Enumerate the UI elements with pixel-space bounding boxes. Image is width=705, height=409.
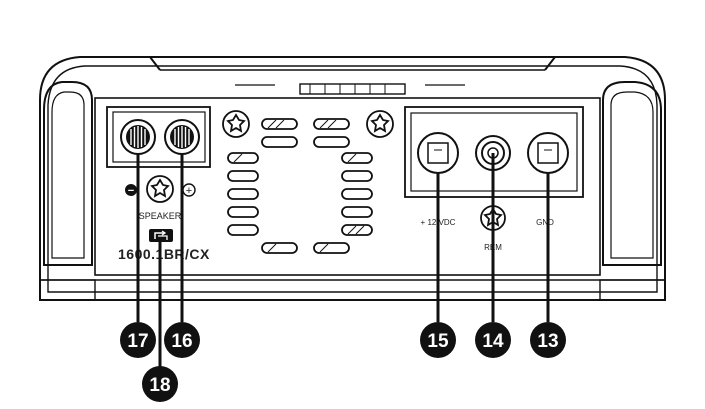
callout-13-number: 13 [537,331,558,352]
bridge-screw-icon [146,175,174,203]
mounting-screw-right-icon [366,110,394,138]
speaker-label: SPEAKER [139,211,182,221]
callout-16-number: 16 [171,331,192,352]
callout-18-number: 18 [149,375,170,396]
vent-slots [227,118,373,254]
callout-leaders [136,153,550,367]
bridge-indicator-icon [149,229,173,242]
callout-17: 17 [120,322,156,358]
callout-16: 16 [164,322,200,358]
callout-15-number: 15 [427,331,449,352]
speaker-plus-sign: + [186,185,192,197]
minus-symbol-icon [125,184,137,196]
left-end-cap [39,81,96,301]
callout-17-number: 17 [127,331,148,352]
power-terminal-12vdc [417,132,459,174]
amplifier-chassis [39,56,666,301]
callout-15: 15 [420,322,456,358]
callout-14: 14 [475,322,511,358]
speaker-terminal-positive [164,119,200,155]
speaker-minus-sign: − [128,185,134,197]
callout-13: 13 [530,322,566,358]
speaker-terminal-block [106,106,211,168]
callout-18: 18 [142,366,178,402]
right-end-cap [599,81,666,301]
ground-label: GND [536,218,554,227]
vent-hatching [233,119,365,253]
ground-terminal [527,132,569,174]
speaker-terminal-negative [120,119,156,155]
model-label: 1600.1BR/CX [118,246,210,262]
mounting-screw-left-icon [222,110,250,138]
callout-14-number: 14 [482,331,504,352]
